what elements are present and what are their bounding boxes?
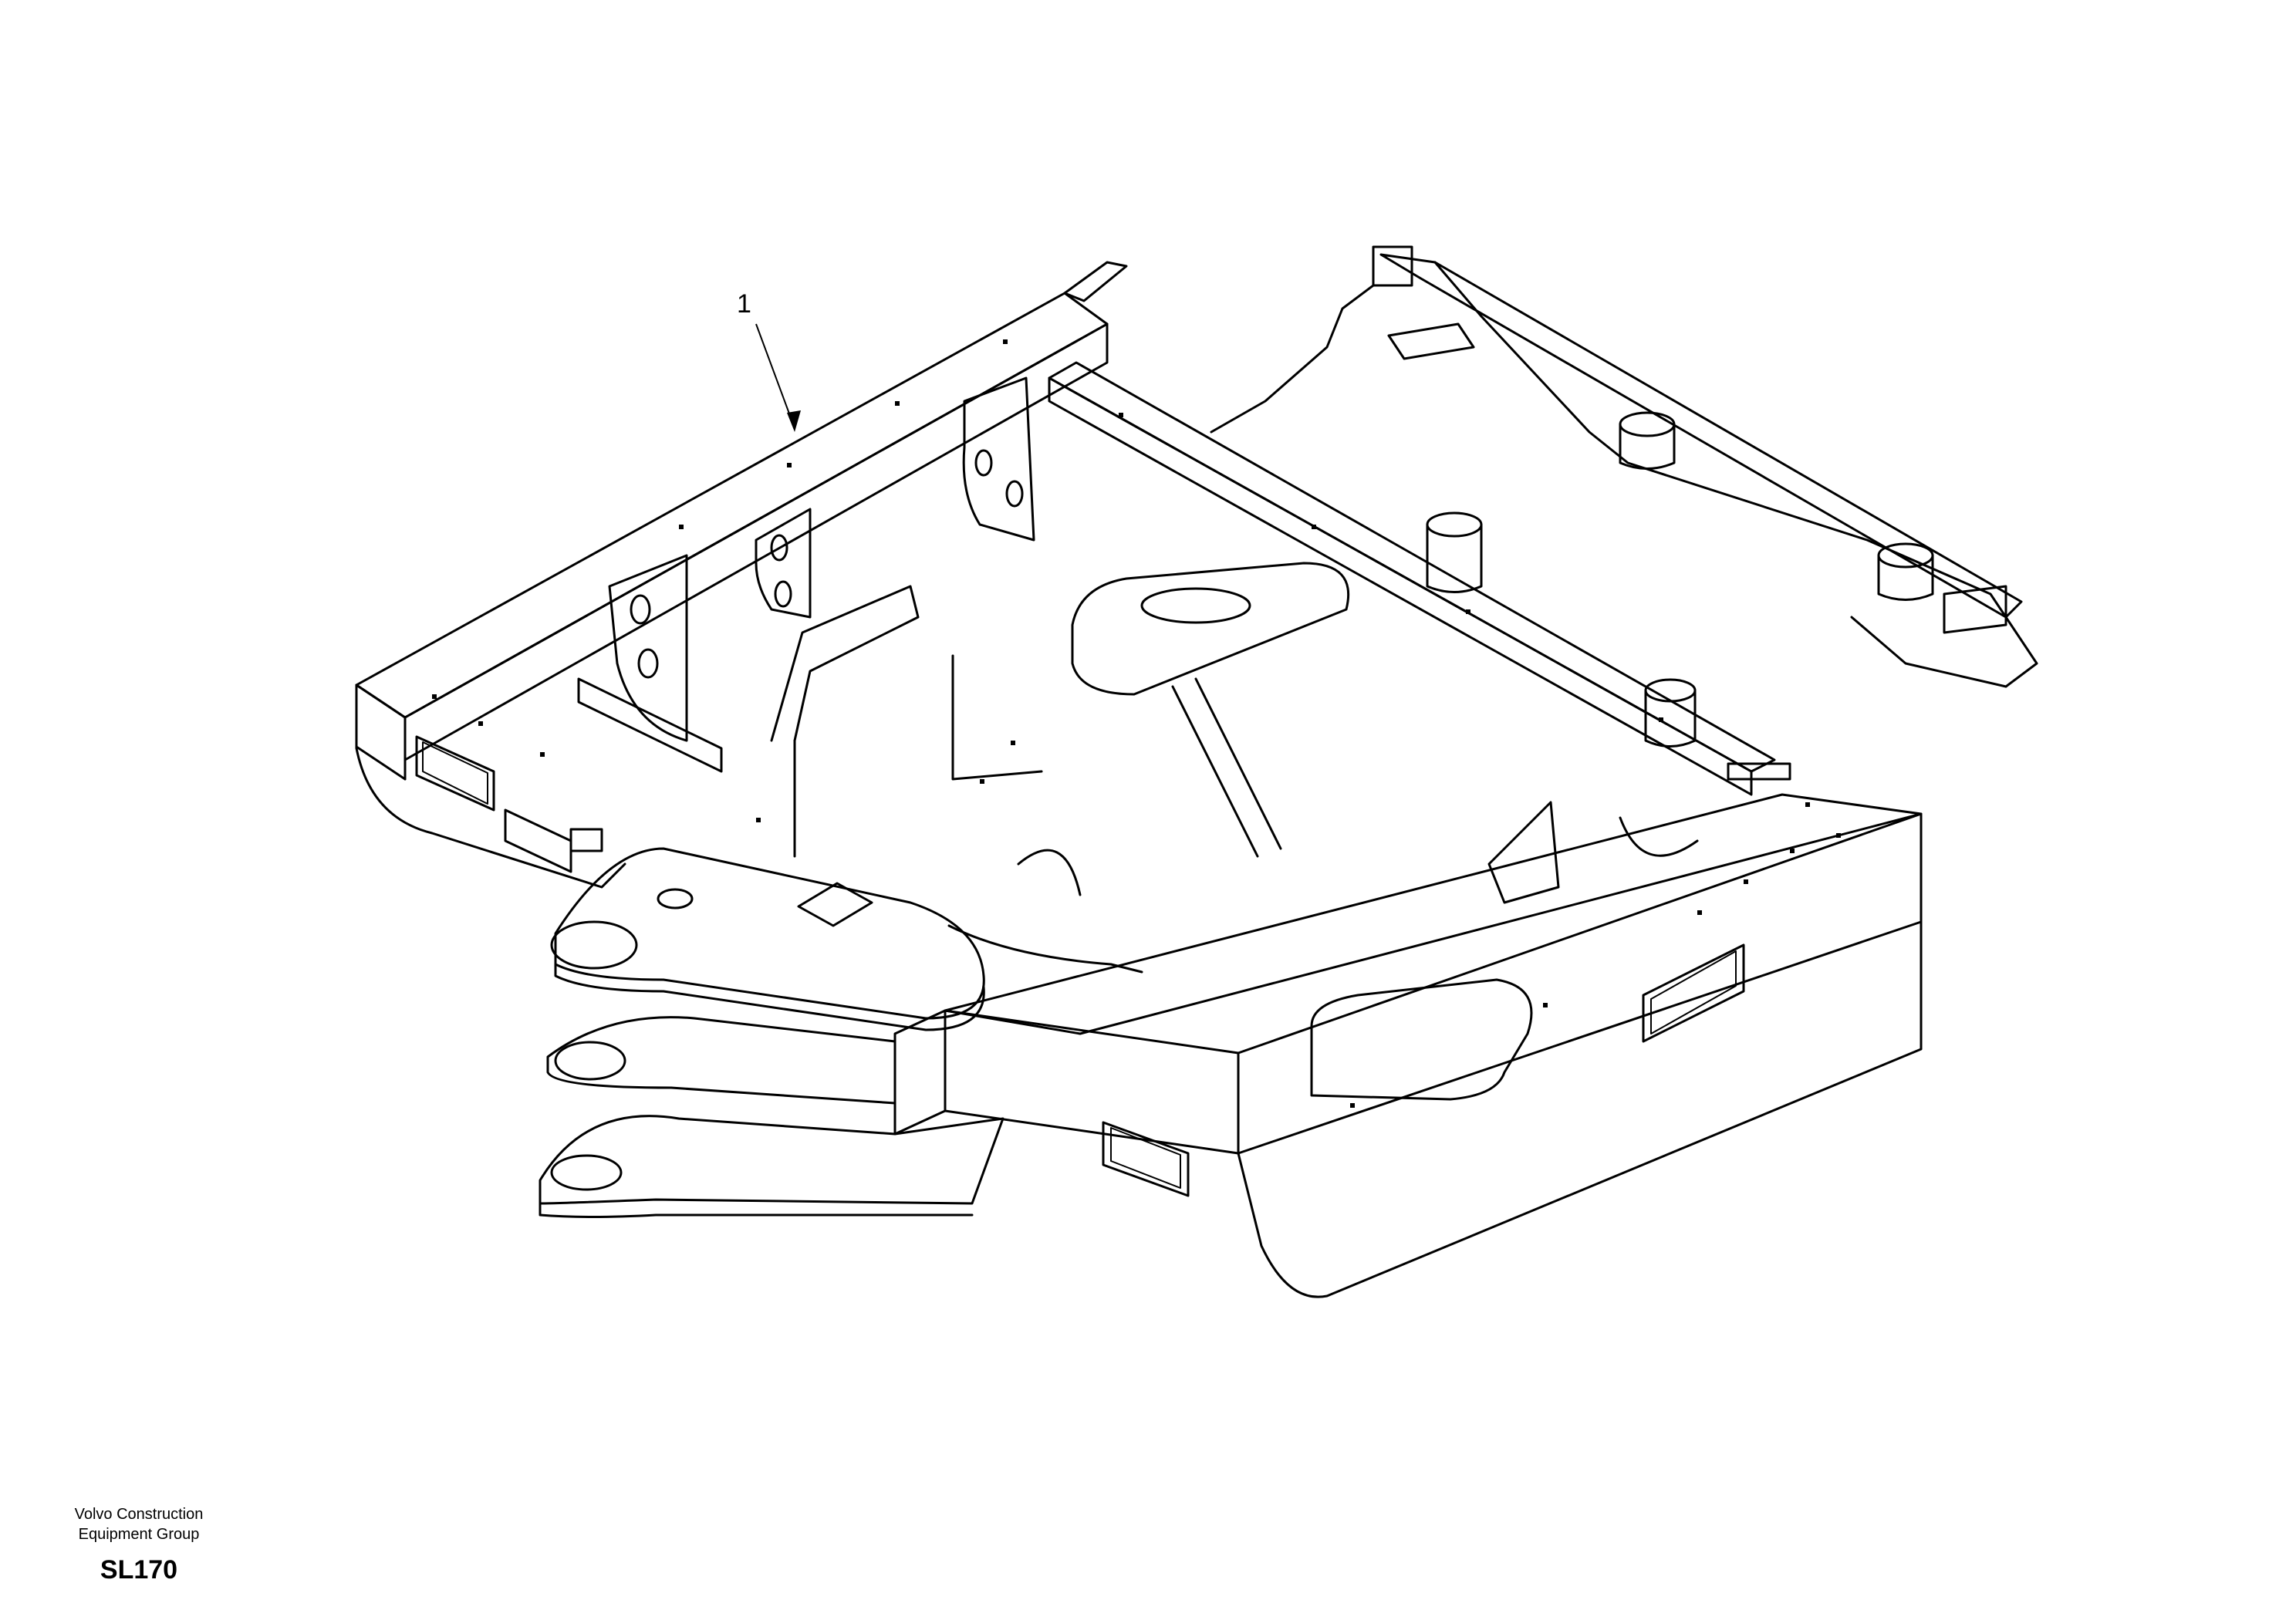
left-web-plates [577, 376, 1035, 773]
left-side-beam [355, 292, 1109, 889]
callout-leader [755, 323, 801, 432]
footer: Volvo Construction Equipment Group SL170 [31, 1504, 247, 1585]
boom-swing-bracket [539, 847, 1004, 1218]
counterweight-mount [1210, 245, 2038, 748]
rear-cross-beam [1048, 261, 1776, 796]
bolt-holes [432, 339, 1841, 1108]
company-line-2: Equipment Group [78, 1526, 200, 1543]
callout-number: 1 [737, 289, 751, 319]
center-turntable [770, 562, 1791, 1101]
company-line-1: Volvo Construction [74, 1506, 204, 1523]
right-side-beam [944, 793, 1923, 1298]
drawing-code: SL170 [100, 1555, 178, 1585]
